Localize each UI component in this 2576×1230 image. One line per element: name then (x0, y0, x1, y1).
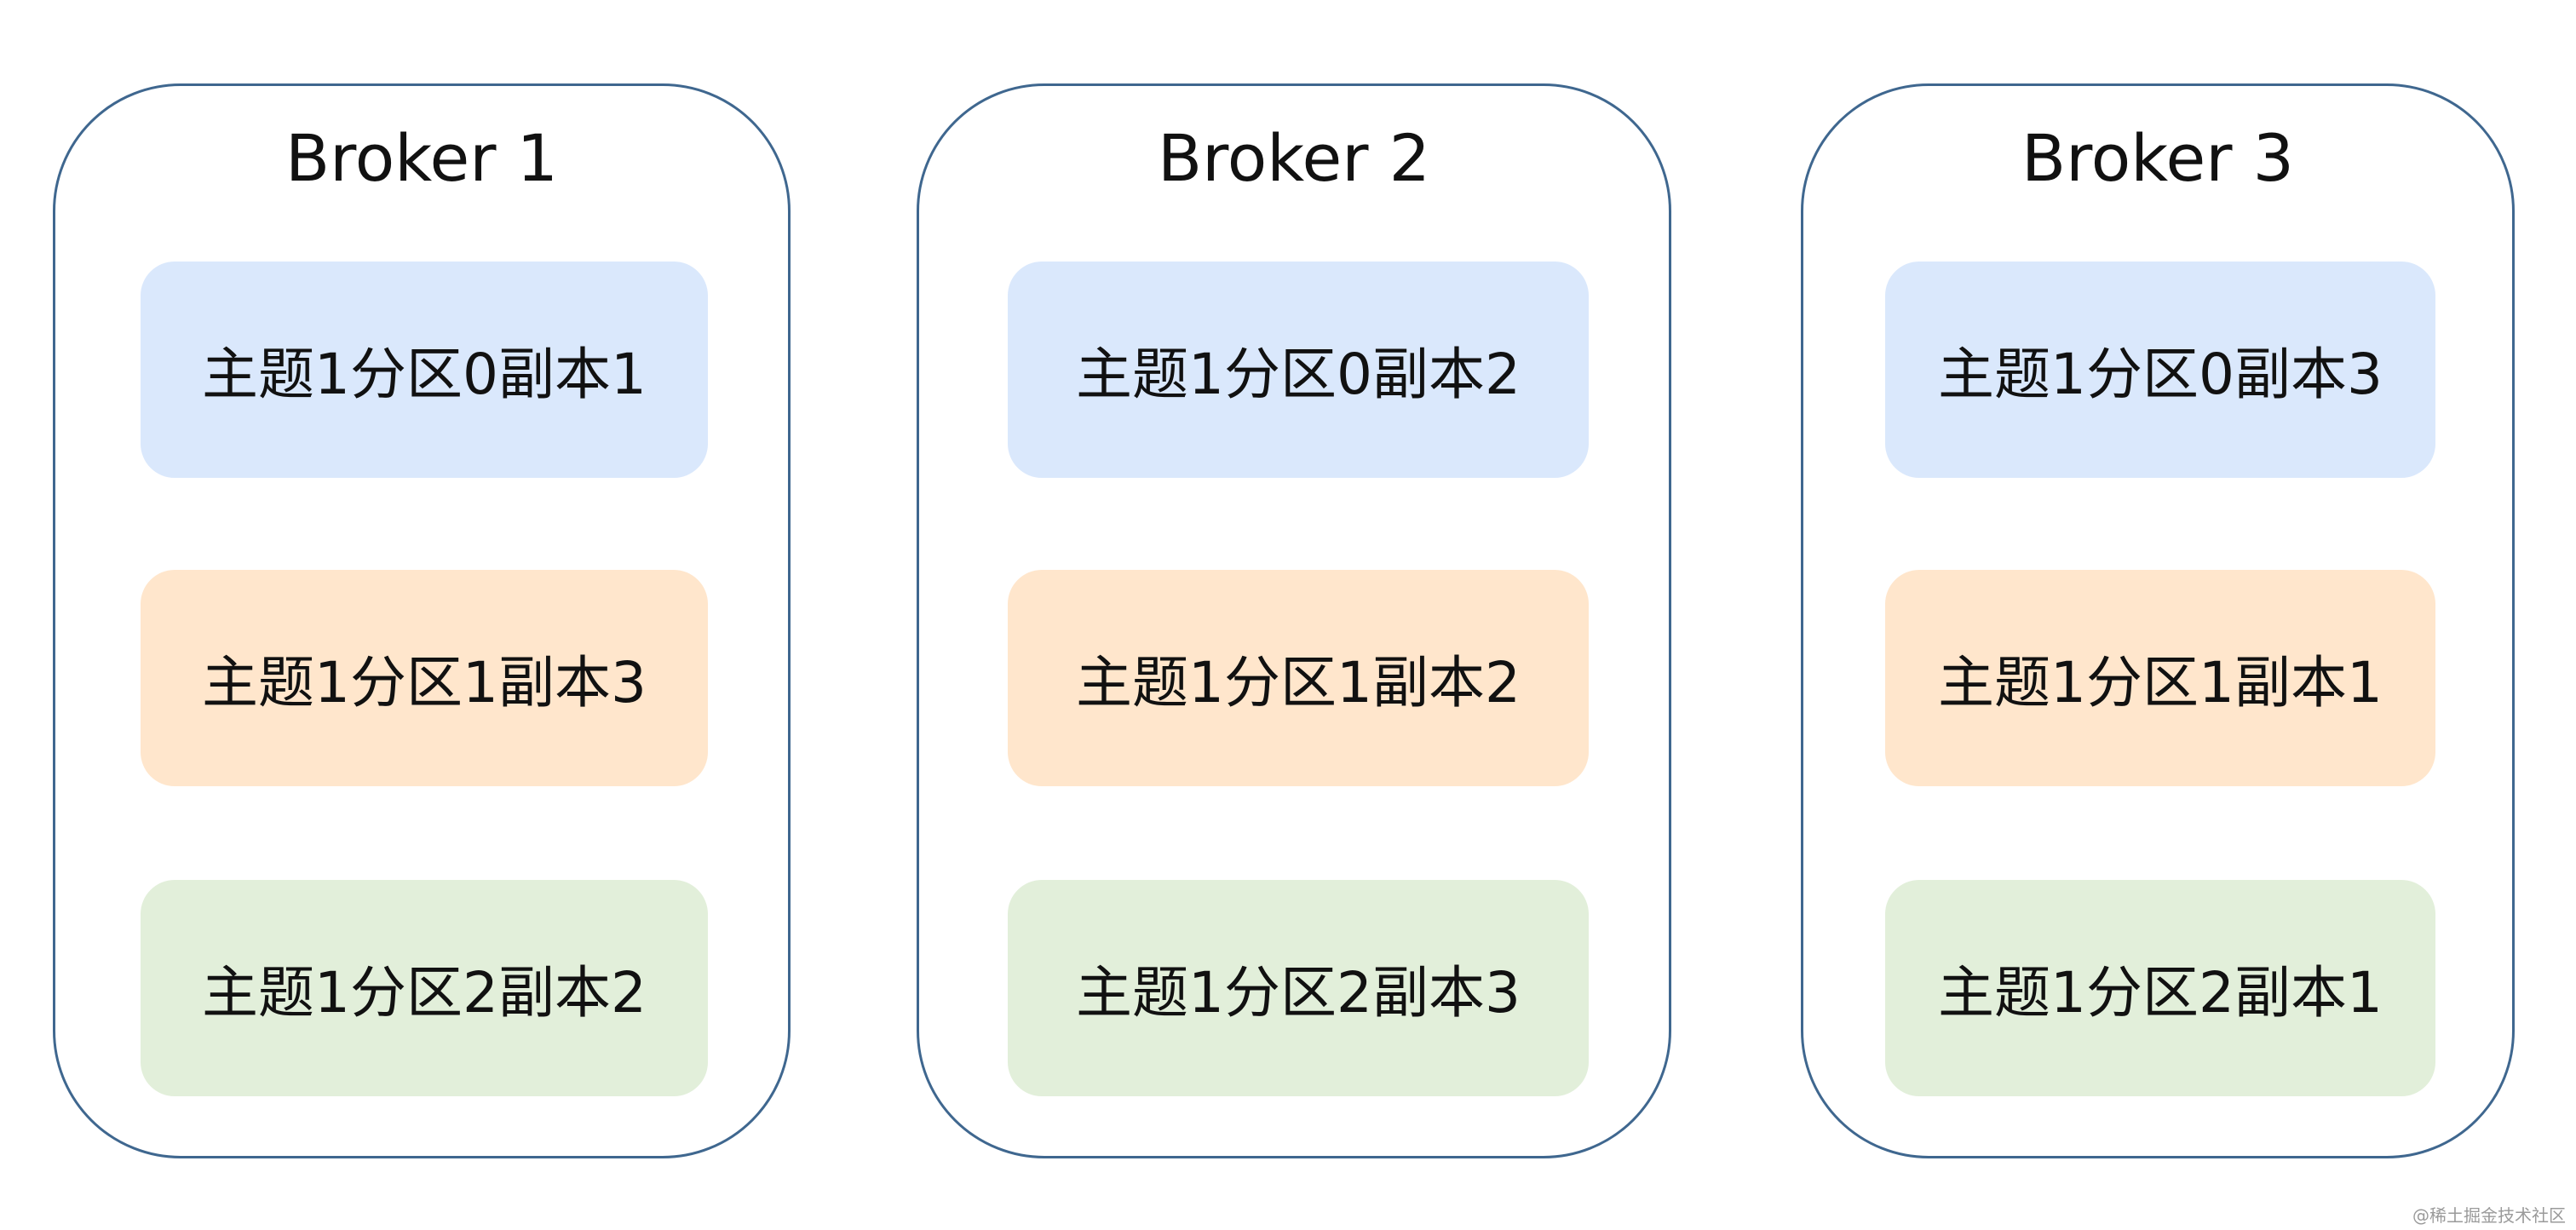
broker-2-replica-partition-2: 主题1分区2副本3 (1008, 880, 1589, 1096)
broker-2-title: Broker 2 (1157, 120, 1431, 196)
broker-2-replica-partition-0: 主题1分区0副本2 (1008, 262, 1589, 478)
broker-1-title: Broker 1 (285, 120, 559, 196)
broker-2-container: Broker 2 主题1分区0副本2 主题1分区1副本2 主题1分区2副本3 (917, 83, 1671, 1158)
broker-3-container: Broker 3 主题1分区0副本3 主题1分区1副本1 主题1分区2副本1 (1801, 83, 2515, 1158)
broker-3-replica-partition-1: 主题1分区1副本1 (1885, 570, 2435, 786)
broker-2-replica-partition-1: 主题1分区1副本2 (1008, 570, 1589, 786)
broker-3-title: Broker 3 (2021, 120, 2295, 196)
broker-1-container: Broker 1 主题1分区0副本1 主题1分区1副本3 主题1分区2副本2 (53, 83, 791, 1158)
watermark: @稀土掘金技术社区 (2412, 1205, 2566, 1226)
broker-3-replica-partition-2: 主题1分区2副本1 (1885, 880, 2435, 1096)
broker-1-replica-partition-1: 主题1分区1副本3 (141, 570, 708, 786)
broker-1-replica-partition-0: 主题1分区0副本1 (141, 262, 708, 478)
broker-3-replica-partition-0: 主题1分区0副本3 (1885, 262, 2435, 478)
broker-1-replica-partition-2: 主题1分区2副本2 (141, 880, 708, 1096)
